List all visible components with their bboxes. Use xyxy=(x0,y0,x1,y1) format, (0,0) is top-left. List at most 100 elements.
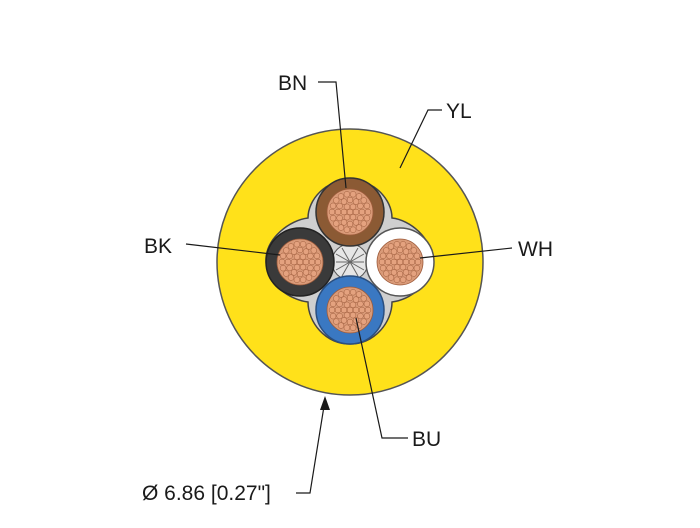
copper-strand xyxy=(336,312,343,320)
copper-strand xyxy=(405,243,413,250)
copper-strand xyxy=(340,317,348,324)
copper-strand xyxy=(410,270,417,277)
label-bk: BK xyxy=(144,235,172,258)
copper-strand xyxy=(310,247,317,254)
copper-strand xyxy=(336,202,343,210)
copper-strand xyxy=(286,252,293,260)
copper-strand xyxy=(352,219,360,226)
copper-strand xyxy=(343,324,351,331)
copper-strand xyxy=(408,258,416,266)
copper-strand xyxy=(360,318,367,325)
copper-strand xyxy=(393,264,401,271)
copper-strand xyxy=(386,252,393,260)
copper-strand xyxy=(364,208,372,216)
leader-yl xyxy=(399,109,442,169)
copper-strand xyxy=(357,202,364,210)
copper-strand xyxy=(296,258,304,266)
copper-strand xyxy=(379,252,387,259)
copper-strand xyxy=(329,313,337,320)
copper-strand xyxy=(337,322,345,329)
copper-strand xyxy=(299,253,307,260)
copper-strand xyxy=(343,203,351,210)
copper-strand xyxy=(293,264,301,271)
copper-strand xyxy=(413,252,421,259)
copper-strand xyxy=(296,246,304,254)
copper-strand xyxy=(336,214,343,222)
copper-strand xyxy=(387,274,395,281)
leader-bk xyxy=(185,243,281,256)
copper-strand xyxy=(279,265,287,272)
copper-strand xyxy=(349,203,357,210)
copper-strand xyxy=(352,208,360,216)
label-bu: BU xyxy=(412,428,441,451)
copper-strand xyxy=(287,274,295,281)
leader-bu xyxy=(355,317,408,439)
copper-strand xyxy=(405,274,413,281)
conductor-blue xyxy=(326,286,374,334)
copper-strand xyxy=(379,265,387,272)
copper-strand xyxy=(307,252,314,260)
copper-strand xyxy=(363,202,371,209)
copper-strand xyxy=(346,196,354,204)
label-diameter: Ø 6.86 [0.27"] xyxy=(142,482,271,505)
copper-strand xyxy=(336,300,343,308)
copper-strand xyxy=(284,258,292,266)
copper-strand xyxy=(333,318,340,325)
copper-strand xyxy=(290,248,298,255)
copper-strand xyxy=(283,270,290,277)
copper-strand xyxy=(396,270,404,278)
copper-strand xyxy=(340,219,348,226)
copper-strand xyxy=(299,241,307,248)
copper-strand xyxy=(343,289,351,296)
copper-strand xyxy=(349,226,357,233)
copper-strand xyxy=(346,318,354,326)
copper-strand xyxy=(302,248,310,255)
copper-strand xyxy=(360,197,367,204)
copper-strand xyxy=(363,313,371,320)
copper-strand xyxy=(343,312,351,319)
copper-strand xyxy=(383,247,390,254)
copper-strand xyxy=(349,191,357,198)
conductor-black xyxy=(276,238,324,286)
copper-strand xyxy=(396,246,404,254)
copper-strand xyxy=(349,289,357,296)
copper-strand xyxy=(349,214,357,221)
diameter-arrowhead xyxy=(320,396,330,410)
copper-strand xyxy=(302,269,310,276)
copper-strand xyxy=(355,224,363,231)
copper-strand xyxy=(290,269,298,276)
copper-strand xyxy=(357,312,364,320)
conductor-brown xyxy=(326,188,374,236)
label-wh: WH xyxy=(518,238,553,261)
copper-strand xyxy=(352,198,360,205)
center-shield xyxy=(331,243,369,281)
copper-strand xyxy=(333,197,340,204)
copper-strand xyxy=(313,252,321,259)
copper-strand xyxy=(390,258,398,266)
copper-strand xyxy=(358,306,366,314)
copper-strand xyxy=(399,241,407,248)
copper-strand xyxy=(343,301,351,308)
copper-strand xyxy=(328,306,336,314)
copper-strand xyxy=(346,220,354,228)
copper-strand xyxy=(393,276,401,283)
copper-strand xyxy=(413,265,421,272)
copper-strand xyxy=(299,264,307,271)
leader-diameter xyxy=(296,399,326,494)
copper-strand xyxy=(329,300,337,307)
copper-strand xyxy=(352,306,360,314)
copper-strand xyxy=(293,276,301,283)
copper-strand xyxy=(410,247,417,254)
copper-strand xyxy=(384,258,392,266)
copper-strand xyxy=(349,324,357,331)
copper-strand xyxy=(414,258,422,266)
copper-strand xyxy=(402,269,410,276)
copper-strand xyxy=(293,241,301,248)
copper-strand xyxy=(364,306,372,314)
copper-strand xyxy=(346,208,354,216)
copper-strand xyxy=(337,291,345,298)
copper-strand xyxy=(283,247,290,254)
copper-strand xyxy=(357,300,364,308)
copper-strand xyxy=(396,258,404,266)
